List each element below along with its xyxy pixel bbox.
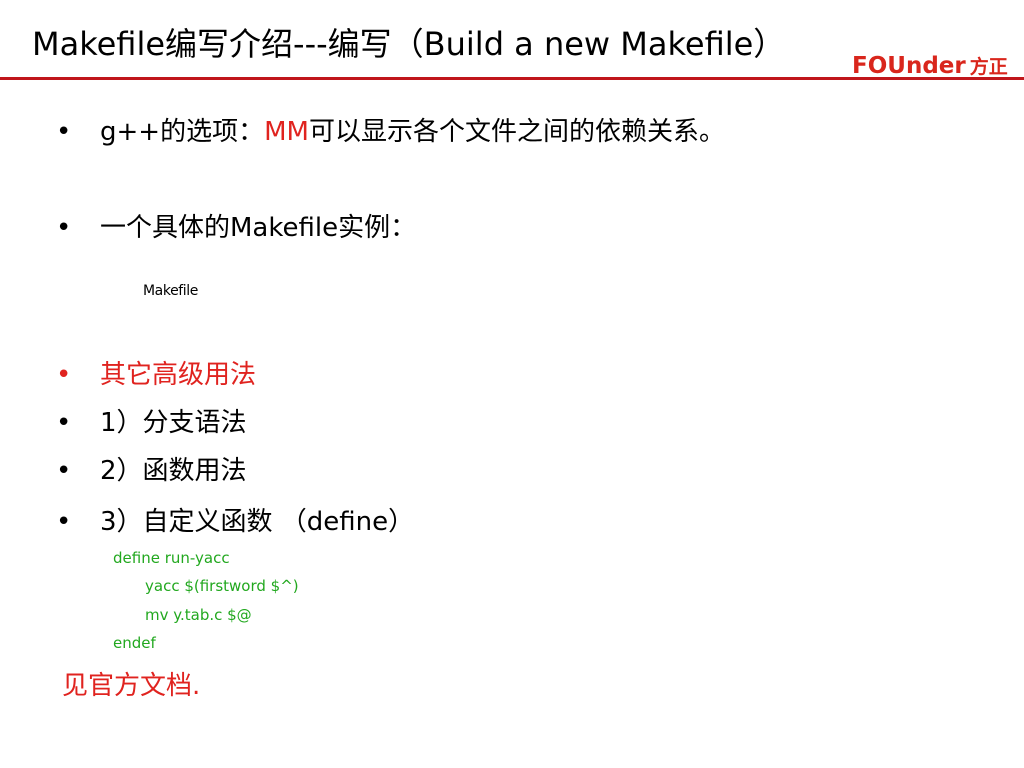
bullet-text: 其它高级用法 — [100, 360, 257, 390]
code-line: yacc $(firstword $^) — [145, 577, 299, 595]
bullet-text: 1）分支语法 — [100, 408, 247, 438]
bullet-advanced-usage: • 其它高级用法 — [56, 357, 256, 393]
bullet-makefile-example: • 一个具体的Makefile实例： — [56, 210, 416, 246]
bullet-marker: • — [56, 117, 72, 147]
bullet-text: 一个具体的Makefile实例： — [100, 213, 417, 243]
bullet-marker: • — [56, 360, 72, 390]
bullet-marker: • — [56, 408, 72, 438]
title-divider — [0, 77, 1024, 80]
founder-logo: FOUnder 方正 — [852, 52, 1008, 79]
logo-chinese-text: 方正 — [969, 56, 1008, 78]
bullet-text-pre: g++的选项： — [100, 117, 265, 147]
footer-note: 见官方文档. — [62, 671, 201, 701]
bullet-text-highlight: MM — [264, 117, 309, 147]
bullet-custom-function: • 3）自定义函数 （define） — [56, 504, 414, 540]
embedded-makefile-object[interactable]: Makefile — [143, 283, 199, 299]
bullet-branch-syntax: • 1）分支语法 — [56, 405, 247, 441]
code-line: mv y.tab.c $@ — [145, 606, 252, 624]
bullet-marker: • — [56, 213, 72, 243]
bullet-function-usage: • 2）函数用法 — [56, 453, 247, 489]
bullet-text: 3）自定义函数 （define） — [100, 507, 415, 537]
bullet-marker: • — [56, 456, 72, 486]
bullet-text: 2）函数用法 — [100, 456, 247, 486]
slide-title: Makefile编写介绍---编写（Build a new Makefile） — [32, 25, 786, 63]
bullet-marker: • — [56, 507, 72, 537]
code-line: define run-yacc — [113, 549, 230, 567]
logo-latin-text: FOUnder — [852, 53, 966, 79]
bullet-text-post: 可以显示各个文件之间的依赖关系。 — [308, 117, 725, 147]
bullet-gpp-mm: • g++的选项：MM可以显示各个文件之间的依赖关系。 — [56, 114, 725, 150]
code-line: endef — [113, 634, 156, 652]
